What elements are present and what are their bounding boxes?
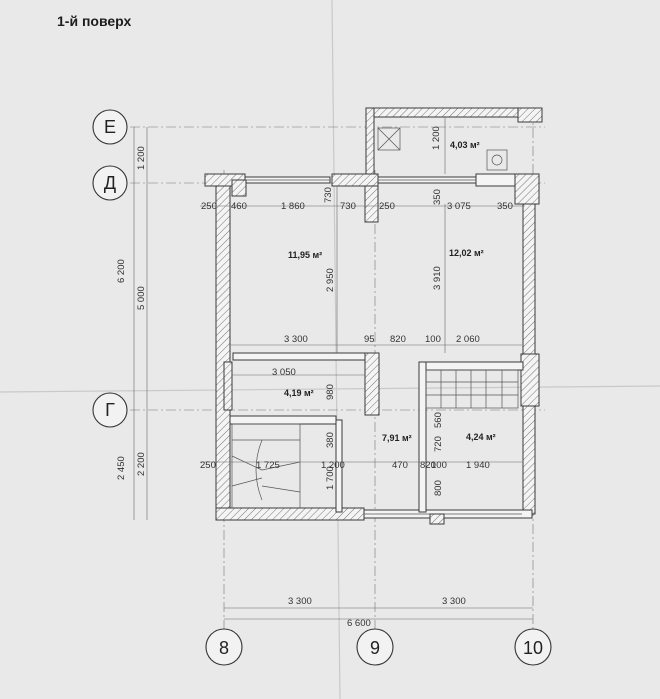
svg-text:720: 720 [433,436,444,452]
svg-text:3 910: 3 910 [432,266,443,290]
room-areas: 4,03 м² 11,95 м² 12,02 м² 4,19 м² 7,91 м… [284,140,496,443]
axis-marker-10: 10 [514,628,552,666]
svg-text:2 060: 2 060 [456,334,480,345]
svg-text:560: 560 [433,412,444,428]
svg-text:350: 350 [497,201,513,212]
svg-text:Г: Г [105,400,115,420]
staircase [231,423,301,508]
area-small-left: 4,19 м² [284,388,314,398]
svg-text:6 200: 6 200 [116,259,127,283]
svg-text:9: 9 [370,638,380,658]
dim-vertical: 1 200 2 950 3 910 980 380 720 560 1 700 … [325,126,444,496]
area-small-right: 4,24 м² [466,432,496,442]
paper-fold-horizontal [0,385,660,393]
svg-text:250: 250 [379,201,395,212]
dim-middle-chain: 3 300 95 820 100 2 060 3 050 [272,334,480,378]
svg-text:2 950: 2 950 [325,268,336,292]
svg-text:8: 8 [219,638,229,658]
dim-bottom-chain: 3 300 6 600 3 300 [288,596,466,629]
kitchen-counter-grid [425,369,519,409]
svg-text:3 075: 3 075 [447,201,471,212]
dim-top-chain: 250 460 1 860 730 730 250 350 3 075 350 [201,187,513,212]
svg-text:10: 10 [523,638,543,658]
svg-text:980: 980 [325,384,336,400]
dim-left-chain: 1 200 6 200 5 000 2 450 2 200 [116,146,147,480]
dim-lower-chain: 250 1 725 1 200 470 820 100 1 940 [200,460,490,471]
axis-marker-9: 9 [356,628,394,666]
balcony-drain-icon [486,149,508,171]
svg-text:3 300: 3 300 [442,596,466,607]
svg-text:1 725: 1 725 [256,460,280,471]
svg-text:380: 380 [325,432,336,448]
window-marks [245,179,522,515]
svg-text:1 200: 1 200 [136,146,147,170]
svg-text:100: 100 [431,460,447,471]
axis-marker-e: Е [92,109,128,145]
svg-text:730: 730 [340,201,356,212]
svg-text:95: 95 [364,334,375,345]
svg-text:250: 250 [200,460,216,471]
svg-text:3 300: 3 300 [288,596,312,607]
svg-text:1 200: 1 200 [321,460,345,471]
balcony-vent-box [377,127,401,151]
svg-text:2 200: 2 200 [136,452,147,476]
svg-text:6 600: 6 600 [347,618,371,629]
area-balcony: 4,03 м² [450,140,480,150]
svg-text:250: 250 [201,201,217,212]
svg-text:Е: Е [104,117,116,137]
svg-text:350: 350 [432,189,443,205]
svg-text:460: 460 [231,201,247,212]
area-room-left: 11,95 м² [288,250,322,260]
svg-text:Д: Д [104,173,116,193]
svg-text:2 450: 2 450 [116,456,127,480]
svg-text:100: 100 [425,334,441,345]
svg-text:1 200: 1 200 [431,126,442,150]
area-room-right: 12,02 м² [449,248,484,258]
svg-text:1 700: 1 700 [325,466,336,490]
dimension-lines [133,117,533,620]
svg-text:3 300: 3 300 [284,334,308,345]
svg-text:730: 730 [323,187,334,203]
svg-text:800: 800 [433,480,444,496]
axis-marker-d: Д [92,165,128,201]
area-center: 7,91 м² [382,433,412,443]
svg-text:5 000: 5 000 [136,286,147,310]
svg-text:1 940: 1 940 [466,460,490,471]
axis-marker-g: Г [92,392,128,428]
svg-text:1 860: 1 860 [281,201,305,212]
svg-text:470: 470 [392,460,408,471]
svg-text:820: 820 [390,334,406,345]
paper-fold-vertical [331,0,341,699]
svg-text:3 050: 3 050 [272,367,296,378]
page-title: 1-й поверх [57,13,132,29]
axis-marker-8: 8 [205,628,243,666]
svg-text:820: 820 [420,460,436,471]
